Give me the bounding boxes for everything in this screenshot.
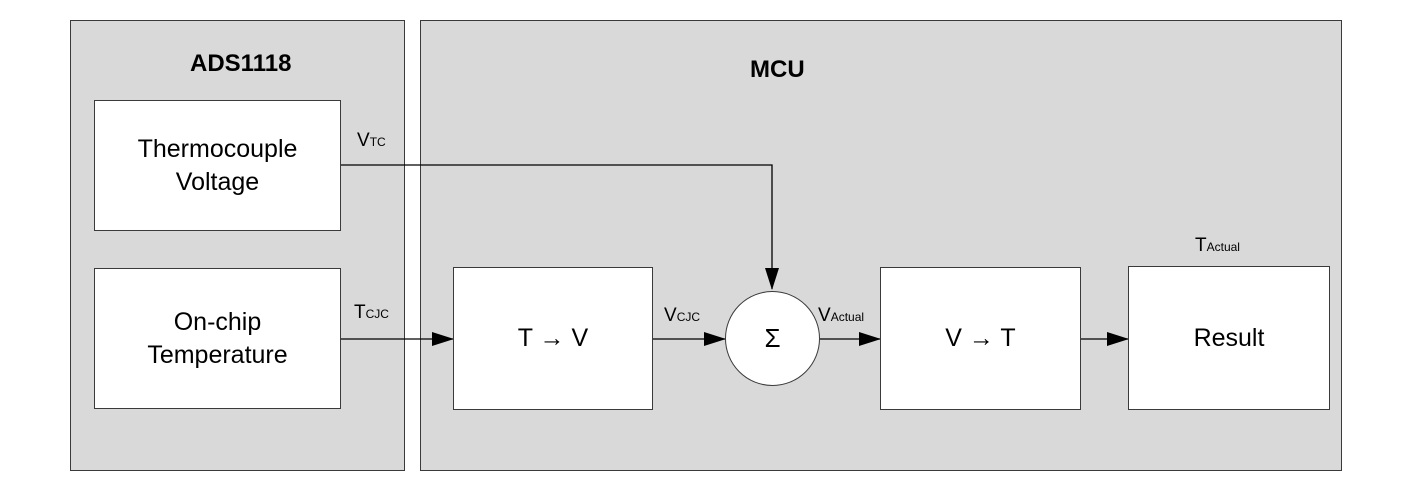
vtc-sub: TC (369, 135, 386, 149)
thermocouple-voltage-block: Thermocouple Voltage (94, 100, 341, 231)
signal-label-vactual: VActual (818, 305, 864, 327)
onchip-temperature-line2: Temperature (147, 340, 288, 369)
vactual-main: V (818, 305, 831, 326)
signal-label-vtc: VTC (357, 130, 386, 152)
tcjc-sub: CJC (365, 307, 389, 321)
tcjc-main: T (354, 302, 366, 323)
thermocouple-voltage-line2: Voltage (175, 167, 260, 196)
vtc-main: V (357, 130, 370, 151)
t-to-v-block: T → V (453, 267, 653, 410)
signal-label-tcjc: TCJC (354, 302, 389, 324)
tactual-sub: Actual (1206, 240, 1240, 254)
vtc-wire (341, 164, 779, 290)
vactual-sub: Actual (830, 310, 865, 324)
onchip-temperature-line1: On-chip (173, 307, 262, 336)
thermocouple-voltage-line1: Thermocouple (137, 134, 298, 163)
signal-label-tactual: TActual (1195, 235, 1240, 257)
summing-junction: Σ (725, 291, 820, 386)
ads1118-title: ADS1118 (190, 50, 292, 77)
tactual-main: T (1195, 235, 1207, 256)
mcu-title: MCU (750, 56, 805, 83)
v-to-t-block: V → T (880, 267, 1081, 410)
onchip-temperature-block: On-chip Temperature (94, 268, 341, 409)
signal-label-vcjc: VCJC (664, 305, 700, 327)
vcjc-sub: CJC (676, 310, 701, 324)
vcjc-main: V (664, 305, 677, 326)
result-block: Result (1128, 266, 1330, 410)
